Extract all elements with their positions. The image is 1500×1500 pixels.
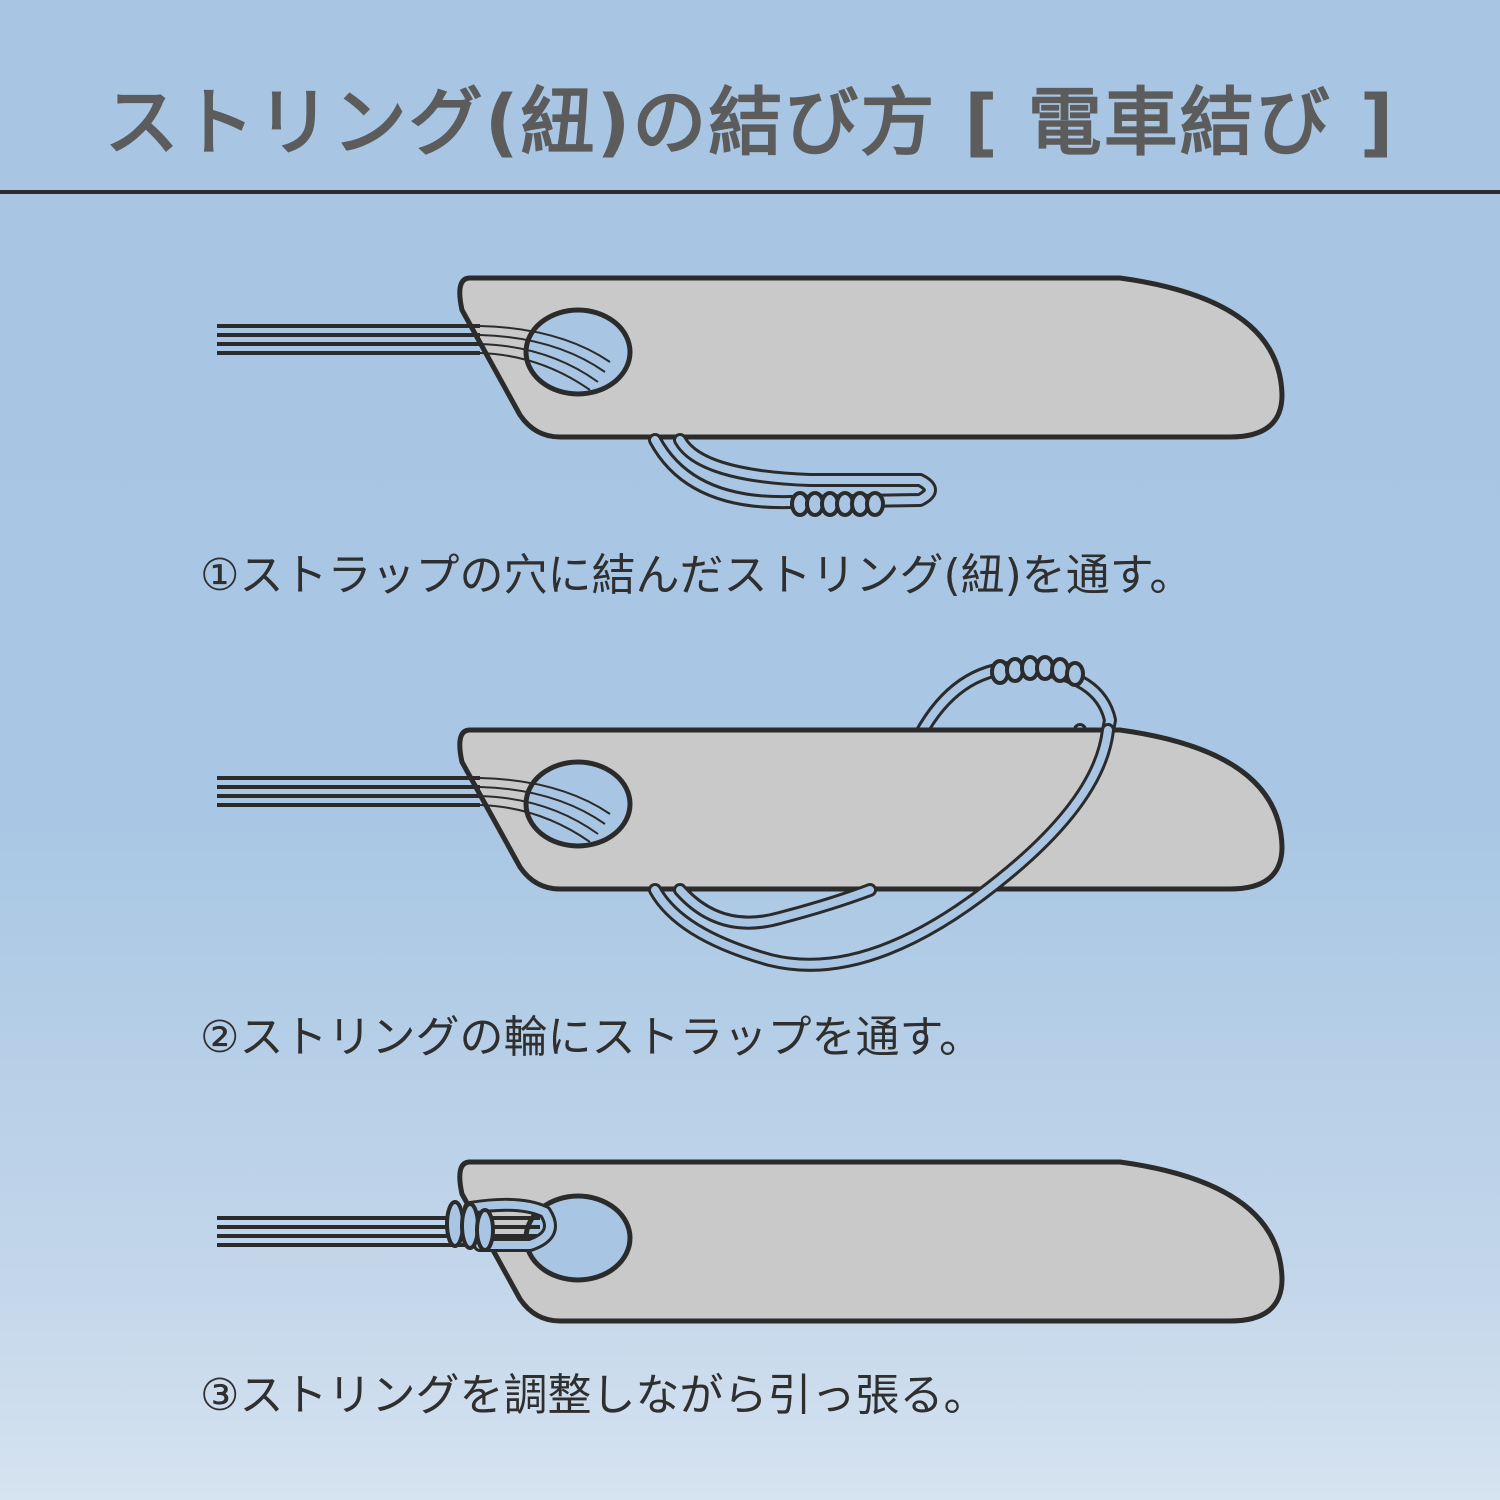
tag-hole [523, 307, 633, 397]
title-divider [0, 190, 1500, 194]
string-strands [217, 776, 611, 843]
string-strands [217, 324, 611, 391]
knot-wraps [445, 1200, 495, 1252]
page-title: ストリング(紐)の結び方 [ 電車結び ] [104, 80, 1396, 166]
step1-caption: ①ストラップの穴に結んだストリング(紐)を通す。 [200, 550, 1194, 601]
step3-illustration [217, 1159, 1285, 1324]
step1-illustration [217, 275, 1285, 517]
step2-caption: ②ストリングの輪にストラップを通す。 [200, 1012, 984, 1063]
strap-tag [457, 727, 1285, 892]
tag-hole [523, 759, 633, 849]
string-loop [648, 723, 1115, 972]
knot-wraps [790, 491, 885, 517]
string-loop [463, 1197, 557, 1252]
strap-tag [457, 1159, 1285, 1324]
string-loop [648, 433, 937, 510]
step3-caption: ③ストリングを調整しながら引っ張る。 [200, 1370, 988, 1421]
strap-tag [457, 275, 1285, 440]
knot-wraps [990, 655, 1085, 687]
step2-illustration [217, 655, 1285, 972]
